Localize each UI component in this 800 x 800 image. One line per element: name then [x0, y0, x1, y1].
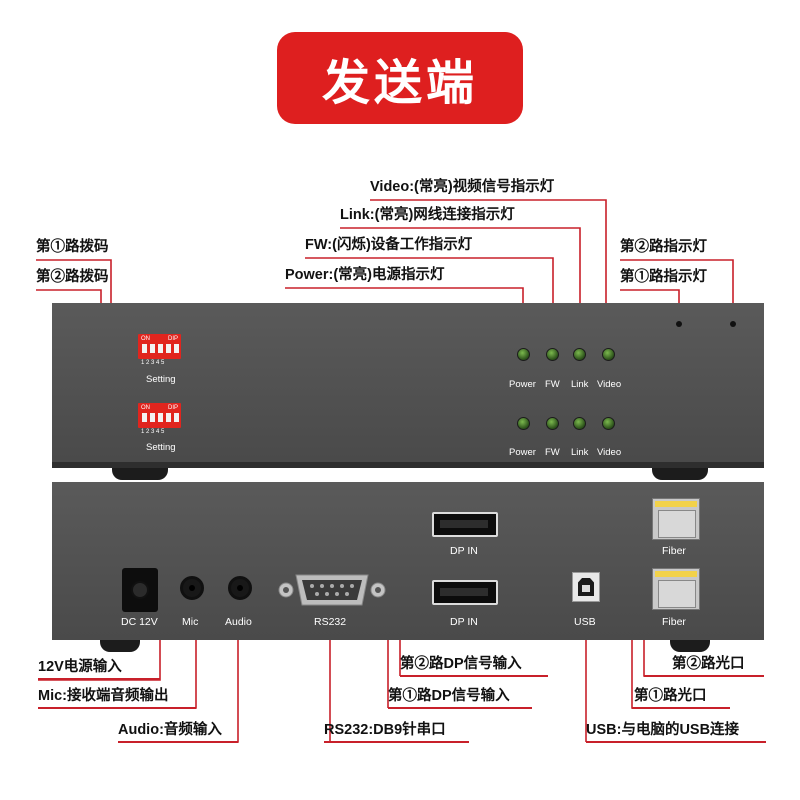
callout-mic: Mic:接收端音频输出	[38, 688, 169, 704]
callout-ch2-led: 第②路指示灯	[620, 239, 707, 255]
indicator-dot-ch2	[730, 321, 736, 327]
rs232-port[interactable]	[276, 572, 388, 608]
led-label-fw-2: FW	[545, 447, 560, 458]
dip1-setting-label: Setting	[146, 374, 176, 385]
led-video-2	[602, 417, 615, 430]
dip2-setting-label: Setting	[146, 442, 176, 453]
callout-dip1: 第①路拨码	[36, 239, 109, 255]
callout-usb: USB:与电脑的USB连接	[586, 722, 740, 738]
mic-jack[interactable]	[180, 576, 204, 600]
led-label-video-2: Video	[597, 447, 622, 458]
callout-fw: FW:(闪烁)设备工作指示灯	[305, 237, 473, 253]
banner-title: 发送端	[277, 32, 523, 124]
dip2-on-label: ON	[141, 405, 150, 411]
led-power-2	[517, 417, 530, 430]
indicator-dot-ch1	[676, 321, 682, 327]
dip1-numbers: 1 2 3 4 5	[141, 360, 165, 366]
dc-power-jack[interactable]	[122, 568, 158, 612]
rs232-label: RS232	[314, 616, 347, 628]
dp1-label: DP IN	[450, 545, 478, 557]
led-fw-1	[546, 348, 559, 361]
led-video-1	[602, 348, 615, 361]
callout-ch1-led: 第①路指示灯	[620, 269, 707, 285]
usb-b-port[interactable]	[572, 572, 600, 602]
callout-link: Link:(常亮)网线连接指示灯	[340, 207, 515, 223]
fiber-port-2[interactable]	[652, 568, 700, 610]
led-link-1	[573, 348, 586, 361]
dp-in-port-1[interactable]	[432, 512, 498, 537]
dip1-dip-label: DIP	[168, 336, 179, 342]
dip2-numbers: 1 2 3 4 5	[141, 429, 165, 435]
fiber2-label: Fiber	[662, 616, 686, 628]
dc-label: DC 12V	[121, 616, 158, 628]
callout-dp2: 第②路DP信号输入	[400, 656, 522, 672]
led-power-1	[517, 348, 530, 361]
dip1-on-label: ON	[141, 336, 150, 342]
dip2-dip-label: DIP	[168, 405, 179, 411]
dp-in-port-2[interactable]	[432, 580, 498, 605]
callout-dp1: 第①路DP信号输入	[388, 688, 510, 704]
led-label-video-1: Video	[597, 379, 622, 390]
audio-label: Audio	[225, 616, 252, 628]
callout-audio: Audio:音频输入	[118, 722, 222, 738]
led-fw-2	[546, 417, 559, 430]
callout-fiber2: 第②路光口	[672, 656, 745, 672]
mic-label: Mic	[182, 616, 199, 628]
fiber1-label: Fiber	[662, 545, 686, 557]
led-label-link-2: Link	[571, 447, 589, 458]
rear-foot-right	[670, 640, 710, 652]
leader-power-in	[38, 623, 161, 681]
front-foot-left	[112, 468, 168, 480]
front-foot-right	[652, 468, 708, 480]
led-label-fw-1: FW	[545, 379, 560, 390]
led-label-power-1: Power	[509, 379, 536, 390]
led-label-power-2: Power	[509, 447, 536, 458]
fiber-port-1[interactable]	[652, 498, 700, 540]
dip-switch-1[interactable]: ON DIP	[138, 334, 181, 359]
callout-power: Power:(常亮)电源指示灯	[285, 267, 445, 283]
usb-label: USB	[574, 616, 596, 628]
callout-video: Video:(常亮)视频信号指示灯	[370, 179, 555, 195]
dip-switch-2[interactable]: ON DIP	[138, 403, 181, 428]
led-link-2	[573, 417, 586, 430]
dp2-label: DP IN	[450, 616, 478, 628]
callout-dip2: 第②路拨码	[36, 269, 109, 285]
callout-rs232: RS232:DB9针串口	[324, 722, 446, 738]
front-panel: ON DIP 1 2 3 4 5 Setting ON DIP 1 2 3 4 …	[52, 303, 764, 468]
leader-video	[370, 199, 607, 342]
rear-panel: DC 12V Mic Audio RS232 DP IN DP IN USB F…	[52, 482, 764, 640]
leader-ch2-led	[620, 259, 734, 314]
led-label-link-1: Link	[571, 379, 589, 390]
callout-fiber1: 第①路光口	[634, 688, 707, 704]
audio-jack[interactable]	[228, 576, 252, 600]
rear-foot-left	[100, 640, 140, 652]
callout-power-in: 12V电源输入	[38, 659, 122, 675]
